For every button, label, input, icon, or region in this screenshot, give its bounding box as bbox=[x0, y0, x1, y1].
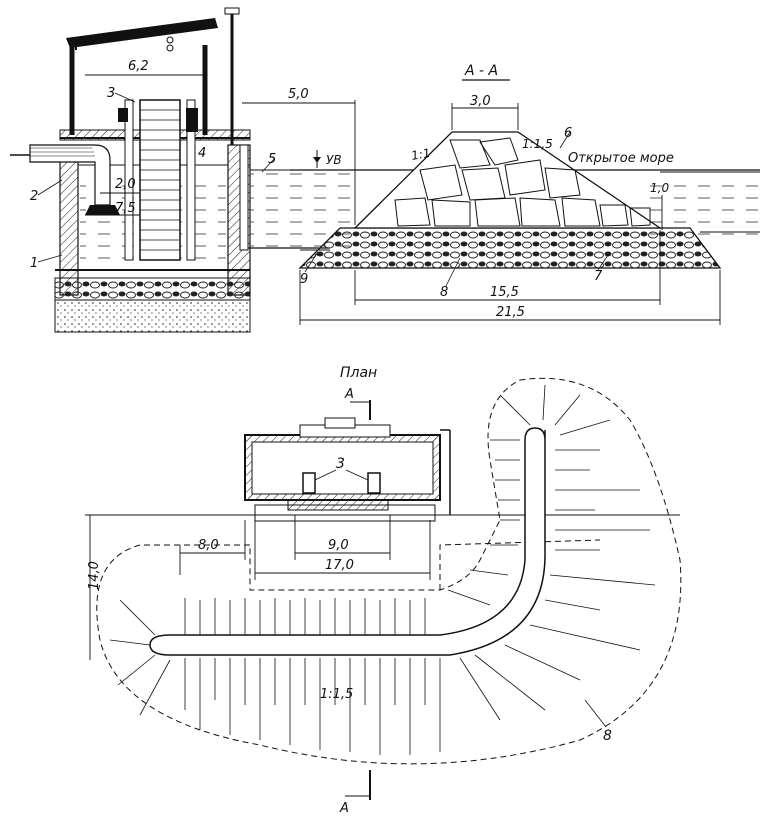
section-view: А - А 6,2 5,0 3,0 1,0 2,0 7,5 15,5 21,5 … bbox=[10, 7, 760, 333]
dim-inner: 2,0 bbox=[115, 177, 136, 192]
dim-base: 15,5 bbox=[490, 285, 519, 300]
sea-label: Открытое море bbox=[568, 151, 674, 166]
breakwater-crest bbox=[149, 427, 546, 656]
dim-house-width: 6,2 bbox=[128, 59, 149, 74]
pump-right bbox=[367, 472, 381, 494]
callout-7: 7 bbox=[594, 269, 603, 284]
dim-crest: 3,0 bbox=[470, 94, 491, 109]
foundation-sand-layer bbox=[54, 299, 251, 333]
plan-dim-inner-width: 9,0 bbox=[328, 538, 349, 553]
house-wall-left bbox=[59, 149, 79, 296]
callout-9: 9 bbox=[300, 272, 308, 287]
pump-left bbox=[302, 472, 316, 494]
plan-slope: 1:1,5 bbox=[320, 687, 353, 702]
dim-total: 21,5 bbox=[496, 305, 525, 320]
plan-callout-8: 8 bbox=[603, 728, 612, 744]
callout-6: 6 bbox=[564, 126, 572, 141]
suction-pipe bbox=[29, 144, 111, 206]
callout-8: 8 bbox=[440, 285, 448, 300]
channel-wall bbox=[239, 144, 249, 251]
plan-callout-3: 3 bbox=[336, 456, 345, 472]
callout-5: 5 bbox=[268, 152, 276, 167]
foundation-stone-layer bbox=[54, 277, 251, 301]
dim-gap: 5,0 bbox=[288, 87, 309, 102]
slope-right: 1:1,5 bbox=[522, 137, 553, 151]
callout-1: 1 bbox=[30, 256, 38, 271]
slope-left: 1:1 bbox=[410, 146, 431, 163]
cut-label-bottom: А bbox=[339, 801, 349, 816]
rubble-base bbox=[298, 227, 722, 269]
plan-dim-left-offset: 8,0 bbox=[198, 538, 219, 553]
section-title: А - А bbox=[464, 63, 498, 79]
plan-title: План bbox=[340, 365, 377, 381]
plan-dim-height: 14,0 bbox=[87, 561, 102, 590]
roof bbox=[66, 18, 218, 48]
cut-label-top: А bbox=[344, 387, 354, 402]
slope-hatching bbox=[109, 384, 656, 755]
callout-2: 2 bbox=[30, 189, 38, 204]
plan-view: План А А 3 bbox=[85, 365, 682, 816]
rock-blocks bbox=[394, 137, 651, 227]
water-level-label: УВ bbox=[326, 153, 342, 167]
breakwater-outline bbox=[96, 377, 682, 765]
dim-inner-depth: 7,5 bbox=[115, 201, 136, 216]
dim-depth-label: 1,0 bbox=[650, 181, 669, 195]
plan-dim-outer-width: 17,0 bbox=[325, 558, 354, 573]
callout-4: 4 bbox=[198, 146, 206, 161]
callout-3: 3 bbox=[107, 86, 115, 101]
